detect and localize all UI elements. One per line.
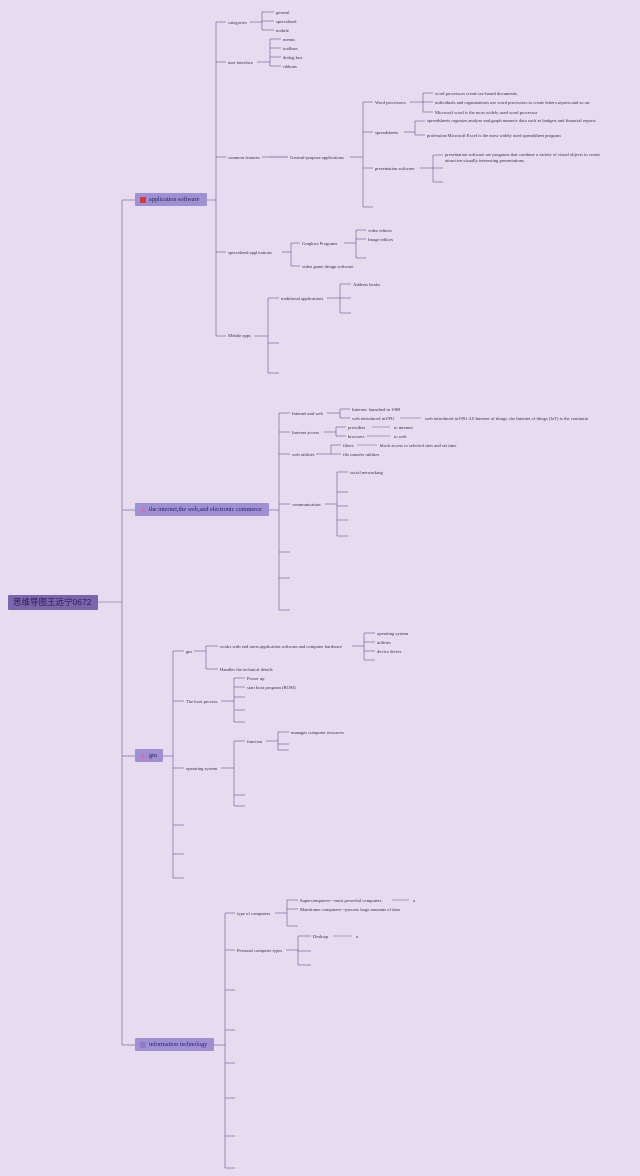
node-internet-of-things[interactable]: web introduced in1991 4.0 Internet of th… — [425, 416, 588, 421]
node-providers-to-internet[interactable]: to internet — [394, 425, 413, 430]
node-gm[interactable]: gm — [186, 649, 192, 654]
node-device-drives[interactable]: device drives — [377, 649, 402, 654]
branch-label: application software — [149, 196, 200, 203]
node-cat-specialized[interactable]: specialized — [276, 19, 297, 24]
root-node[interactable]: 思维导图王远宁0672 — [8, 595, 98, 610]
branch-gm[interactable]: gm — [135, 749, 163, 762]
node-spread-item-2[interactable]: profession:Microsoft Excel is the most w… — [427, 133, 561, 138]
node-word-processors[interactable]: Word processors — [375, 100, 406, 105]
branch-internet-web-commerce[interactable]: the internet,the web,and electronic comm… — [135, 503, 269, 516]
node-cat-mobile[interactable]: mobile — [276, 28, 289, 33]
node-mainframe[interactable]: Mainframe computers---process large amou… — [300, 907, 400, 912]
node-manages-resources[interactable]: manages computer resources — [291, 730, 345, 735]
node-general-purpose[interactable]: General-purpose applications — [290, 155, 344, 160]
branch-label: gm — [149, 752, 157, 759]
purple-square-icon — [140, 1041, 146, 1048]
node-social-networking[interactable]: social networking — [350, 470, 383, 475]
node-operating-system-item[interactable]: operating system — [377, 631, 409, 636]
node-desktop[interactable]: Desktop — [313, 934, 329, 939]
node-type-of-computers[interactable]: type of computers — [237, 911, 271, 916]
node-internet-access[interactable]: Internet access — [292, 430, 320, 435]
node-works-with[interactable]: works with end users,application softwar… — [220, 644, 342, 649]
node-filters[interactable]: filters — [343, 443, 354, 448]
node-categories[interactable]: categories — [228, 20, 247, 25]
node-operating-system[interactable]: operating system — [186, 766, 218, 771]
node-ui-menus[interactable]: menus — [283, 37, 295, 42]
node-web-utilities[interactable]: web utilities — [292, 452, 315, 457]
node-word-item-1[interactable]: word processors create tax-based documen… — [435, 91, 519, 96]
node-word-item-2[interactable]: individuals and organizations use word p… — [435, 100, 591, 105]
node-web-introduced[interactable]: web introduced in1991 — [352, 416, 395, 421]
node-internet-and-web[interactable]: Internet and web — [292, 411, 323, 416]
node-filters-note[interactable]: block access to selected sites and set t… — [380, 443, 457, 448]
pink-triangle-icon — [140, 753, 146, 758]
node-mobile-apps[interactable]: Mobile apps — [228, 333, 251, 338]
branch-label: information technology — [149, 1041, 208, 1048]
node-address-books[interactable]: Address books — [353, 282, 381, 287]
node-desktop-leaf[interactable]: a — [356, 934, 359, 939]
pink-triangle-icon — [140, 507, 146, 512]
node-presentation-software[interactable]: presentation software — [375, 166, 415, 171]
node-browsers-to-web[interactable]: to web — [394, 434, 407, 439]
node-image-editors[interactable]: Image editors — [368, 237, 394, 242]
node-video-editors[interactable]: video editors — [368, 228, 392, 233]
node-pc-types[interactable]: Personal computer types — [237, 948, 283, 953]
node-traditional-applications[interactable]: traditional applications — [281, 296, 324, 301]
node-ui-dialog-box[interactable]: dialog box — [283, 55, 303, 60]
node-specialized-applications[interactable]: specialized applications — [228, 250, 272, 255]
node-user-interface[interactable]: user interface — [228, 60, 253, 65]
node-start-boot-program[interactable]: start boot program (ROM) — [247, 685, 296, 690]
node-spread-item-1[interactable]: spreadsheets organize,analyze and,graph … — [427, 118, 597, 123]
red-square-icon — [140, 196, 146, 203]
node-internet-launched[interactable]: Internet: launched in 1969 — [352, 407, 401, 412]
node-spreadsheets[interactable]: spreadsheets — [375, 130, 399, 135]
node-providers[interactable]: providers — [348, 425, 366, 430]
branch-information-technology[interactable]: information technology — [135, 1038, 214, 1051]
branch-label: the internet,the web,and electronic comm… — [149, 506, 262, 513]
node-utilities[interactable]: utilities — [377, 640, 391, 645]
node-graphics-programs[interactable]: Graphics Programs — [302, 241, 338, 246]
node-handles-technical[interactable]: Handles the technical details — [220, 667, 273, 672]
node-ui-ribbons[interactable]: ribbons — [283, 64, 297, 69]
node-super-leaf[interactable]: a — [413, 898, 416, 903]
node-presentation-item[interactable]: presentation software are programs that … — [445, 152, 600, 163]
node-cat-general[interactable]: general — [276, 10, 290, 15]
node-power-up[interactable]: Power up — [247, 676, 265, 681]
node-video-game-design[interactable]: video game design software — [302, 264, 354, 269]
node-word-item-3[interactable]: Microsoft word is the most widely used w… — [435, 110, 538, 115]
node-browsers[interactable]: browsers — [348, 434, 365, 439]
node-boot-process[interactable]: The boot process — [186, 699, 218, 704]
node-file-transfer-utilities[interactable]: file transfer utilities — [343, 452, 380, 457]
node-common-features[interactable]: common features — [228, 155, 260, 160]
branch-application-software[interactable]: application software — [135, 193, 207, 206]
node-ui-toolbars[interactable]: toolbars — [283, 46, 298, 51]
node-supercomputers[interactable]: Supercomputers---most powerful computers — [300, 898, 382, 903]
node-communication[interactable]: communication — [292, 502, 321, 507]
node-function[interactable]: function — [247, 739, 263, 744]
